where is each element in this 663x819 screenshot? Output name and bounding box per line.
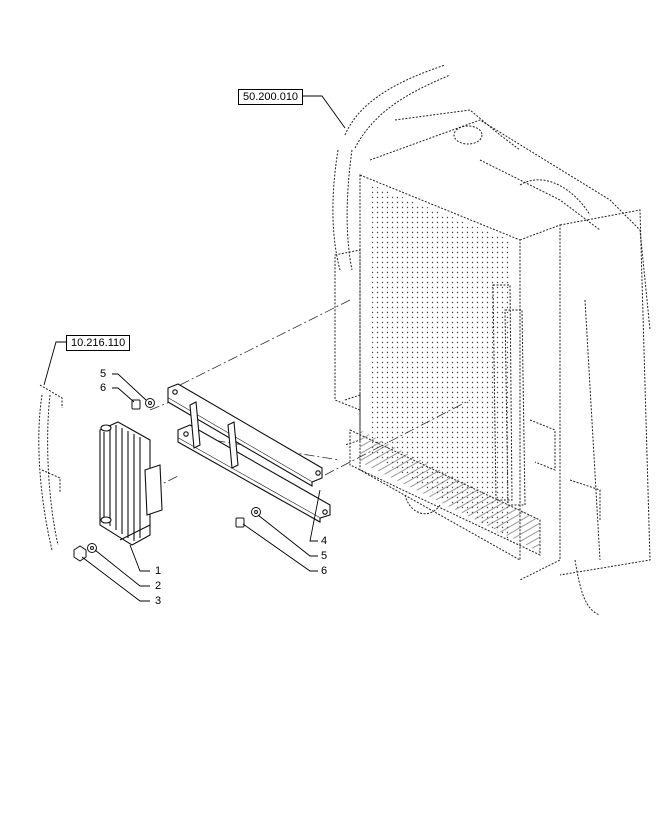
callout-3: 3 (155, 595, 162, 607)
oil-cooler-hoses (38, 384, 63, 551)
mounting-bracket (167, 383, 331, 523)
callout-4: 4 (321, 535, 328, 547)
bolt-top (131, 399, 141, 410)
callout-6-bottom: 6 (321, 565, 328, 577)
callout-2: 2 (155, 580, 162, 592)
radiator-core-grille (372, 185, 510, 540)
callout-5-top: 5 (100, 368, 107, 380)
callout-5-bottom: 5 (321, 550, 328, 562)
reference-label-oil-cooler[interactable]: 10.216.110 (66, 335, 131, 351)
callout-6-top: 6 (100, 382, 107, 394)
charge-air-cooler-fins (360, 430, 540, 552)
bolt-bottom (235, 517, 245, 528)
oil-cooler (99, 421, 163, 546)
reference-label-radiator[interactable]: 50.200.010 (238, 89, 304, 105)
callout-1: 1 (155, 565, 162, 577)
hardware (73, 398, 261, 562)
leader-lines (43, 95, 346, 602)
